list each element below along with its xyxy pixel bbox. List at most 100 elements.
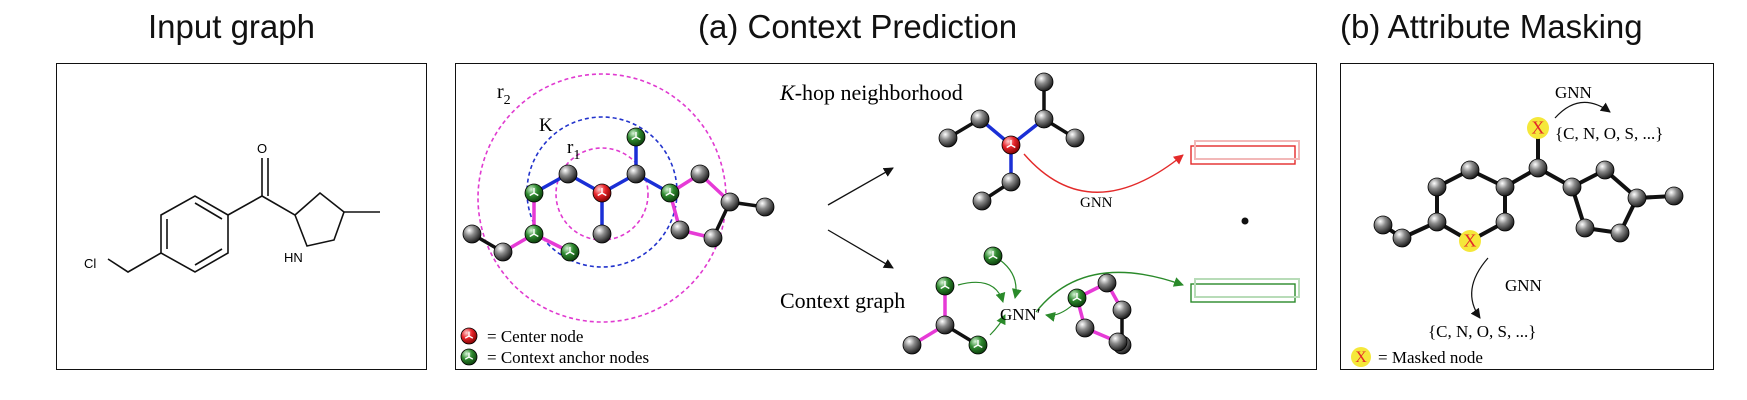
r2-label: r2 xyxy=(497,81,511,108)
context-embedding-box xyxy=(1190,283,1296,303)
context-graph-label: Context graph xyxy=(780,288,905,313)
main-graph-node xyxy=(703,228,723,248)
masking-graph-node xyxy=(1595,160,1615,180)
masking-graph-node xyxy=(1575,218,1595,238)
context-graph-node xyxy=(1067,288,1087,308)
gnn-red-arrow xyxy=(1023,153,1184,193)
svg-text:X: X xyxy=(1355,349,1367,366)
main-graph-node xyxy=(560,242,580,262)
main-graph-node xyxy=(690,164,710,184)
legend-center-label: = Center node xyxy=(487,327,583,346)
input-graph-title: Input graph xyxy=(148,8,315,45)
main-graph-node xyxy=(592,183,612,203)
set-bottom-label: {C, N, O, S, ...} xyxy=(1428,322,1536,341)
masking-graph-node xyxy=(1562,177,1582,197)
anchor-arrow-1 xyxy=(999,259,1022,299)
main-graph-node xyxy=(524,183,544,203)
attribute-masking-title: (b) Attribute Masking xyxy=(1340,8,1643,45)
legend-masked-label: = Masked node xyxy=(1378,348,1483,367)
arrow-to-khop xyxy=(827,167,894,206)
dot-product-symbol xyxy=(1241,217,1249,225)
masked-node-top: X xyxy=(1527,117,1549,139)
context-graph-node xyxy=(935,276,955,296)
masking-graph-node xyxy=(1627,188,1647,208)
khop-node xyxy=(938,128,958,148)
masking-graph-node xyxy=(1610,223,1630,243)
khop-node xyxy=(1001,172,1021,192)
atom-hn-label: HN xyxy=(284,250,303,265)
context-graph-node xyxy=(935,315,955,335)
masking-graph-node xyxy=(1392,228,1412,248)
center-embedding-shadow xyxy=(1194,140,1300,160)
carbonyl-bond xyxy=(227,158,263,216)
gnn-label: GNN xyxy=(1080,195,1113,211)
context-graph-node xyxy=(983,246,1003,266)
attribute-masking-panel xyxy=(1340,63,1714,370)
chloromethyl-bond xyxy=(107,252,162,273)
legend-center-node xyxy=(460,327,478,345)
legend-masked-node: X xyxy=(1351,347,1371,367)
masking-graph-node xyxy=(1460,160,1480,180)
arrow-to-context xyxy=(827,229,894,269)
anchor-arrow-2 xyxy=(957,281,1006,303)
context-graph-node xyxy=(1075,318,1095,338)
center-embedding-box xyxy=(1190,145,1296,165)
main-graph-node xyxy=(660,183,680,203)
masking-graph-node xyxy=(1664,186,1684,206)
atom-cl-label: Cl xyxy=(84,256,96,271)
svg-text:X: X xyxy=(1464,230,1477,250)
context-graph-node xyxy=(1097,273,1117,293)
masking-graph-node xyxy=(1373,215,1393,235)
input-molecule xyxy=(107,158,380,273)
context-graph-node xyxy=(902,335,922,355)
khop-node xyxy=(972,191,992,211)
gnn-bottom-label: GNN xyxy=(1505,276,1542,295)
gnn-bottom-arrow xyxy=(1470,257,1489,319)
khop-node xyxy=(1065,128,1085,148)
masked-node-ring: X xyxy=(1459,230,1481,252)
main-graph-node xyxy=(524,224,544,244)
masking-graph-node xyxy=(1495,212,1515,232)
main-graph-node xyxy=(670,220,690,240)
anchor-arrow-3 xyxy=(989,314,1006,336)
masking-graph-edges xyxy=(1381,126,1676,243)
masking-graph-node xyxy=(1427,212,1447,232)
gnn-prime-label: GNN′ xyxy=(1000,305,1041,324)
khop-node xyxy=(1001,135,1021,155)
masking-graph-node xyxy=(1427,177,1447,197)
r1-label: r1 xyxy=(567,137,580,163)
legend-anchor-label: = Context anchor nodes xyxy=(487,348,649,367)
context-graph-node xyxy=(1108,332,1128,352)
context-prediction-panel xyxy=(455,63,1317,370)
khop-node xyxy=(970,109,990,129)
khop-node xyxy=(1034,109,1054,129)
benzene-ring xyxy=(160,195,229,273)
input-graph-panel xyxy=(56,63,427,370)
context-graph-node xyxy=(1112,300,1132,320)
benzene-double-bonds xyxy=(166,202,223,266)
main-graph-node xyxy=(558,164,578,184)
masking-graph-node xyxy=(1528,158,1548,178)
khop-neighborhood-label: K-hop neighborhood xyxy=(779,80,963,105)
main-graph-node xyxy=(493,242,513,262)
context-graph-node xyxy=(968,335,988,355)
gnn-top-arrow xyxy=(1554,101,1611,119)
gnn-top-label: GNN xyxy=(1555,83,1592,102)
main-graph-node xyxy=(720,192,740,212)
pyrrolidine-ring xyxy=(261,191,345,247)
main-graph-node xyxy=(626,164,646,184)
main-graph-node xyxy=(626,127,646,147)
context-embedding-shadow xyxy=(1194,278,1300,298)
main-graph-node xyxy=(592,224,612,244)
svg-text:X: X xyxy=(1532,117,1545,137)
legend-anchor-node xyxy=(460,348,478,366)
nodes-layer: X X X xyxy=(460,72,1684,367)
main-graph-node xyxy=(755,197,775,217)
khop-node xyxy=(1034,72,1054,92)
k-label: K xyxy=(539,115,553,136)
gnn-green-arrow xyxy=(1035,271,1184,313)
set-top-label: {C, N, O, S, ...} xyxy=(1555,124,1663,143)
context-prediction-title: (a) Context Prediction xyxy=(698,8,1018,45)
atom-o-label: O xyxy=(257,141,267,156)
